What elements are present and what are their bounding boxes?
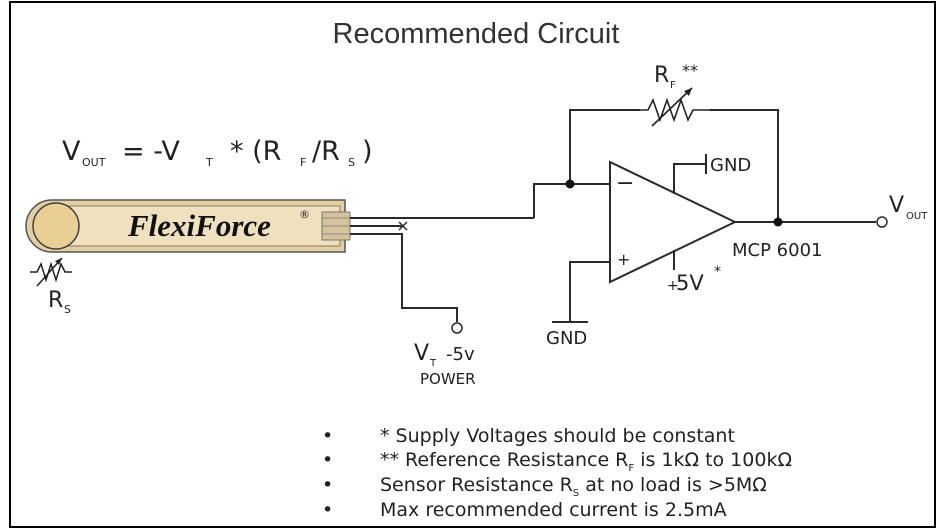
diagram-title: Recommended Circuit <box>333 18 620 50</box>
junction-node <box>565 179 575 189</box>
vout-label-sub: OUT <box>906 211 928 222</box>
vt-value: -5v <box>446 344 475 365</box>
formula-s-sub: S <box>348 156 355 169</box>
rs-label: R <box>48 288 63 313</box>
note-sensor: Sensor Resistance RS at no load is >5MΩ <box>380 474 767 499</box>
output-terminal <box>876 216 888 228</box>
formula-slash: /R <box>312 136 340 167</box>
vt-label: V <box>414 341 429 366</box>
formula-mid: * (R <box>230 136 281 167</box>
note-current: Max recommended current is 2.5mA <box>380 499 727 521</box>
output-node <box>773 217 783 227</box>
supply-star: * <box>714 264 721 280</box>
opamp-plus: + <box>617 250 630 269</box>
rf-variable-resistor-icon <box>638 87 712 127</box>
rf-label-stars: ** <box>682 61 698 80</box>
formula-out-sub: OUT <box>82 156 106 169</box>
formula-close: ) <box>362 136 373 167</box>
vout-label: V <box>889 193 904 218</box>
noninverting-input-wire <box>569 261 610 322</box>
power-label: POWER <box>420 370 476 388</box>
sensing-area <box>32 202 80 250</box>
gain-formula: V OUT = -V T * (R F /R S ) <box>62 136 373 169</box>
note-bullet: • <box>322 425 333 447</box>
inverting-input-wire <box>533 183 610 218</box>
rs-label-sub: S <box>64 303 71 316</box>
formula-v: V <box>62 136 81 167</box>
gnd-top-label: GND <box>710 155 751 176</box>
note-bullet: • <box>322 449 333 471</box>
opamp-triangle <box>609 160 738 284</box>
no-connect-mark <box>398 221 408 231</box>
note-bullet: • <box>322 474 333 496</box>
formula-f-sub: F <box>300 156 306 169</box>
notes-list: • * Supply Voltages should be constant •… <box>322 425 792 521</box>
opamp-gnd-wire <box>673 163 706 194</box>
power-terminal <box>451 322 463 334</box>
rf-label: R <box>654 63 669 88</box>
note-bullet: • <box>322 499 333 521</box>
note-supply: * Supply Voltages should be constant <box>380 425 735 447</box>
supply-plus: + <box>667 278 679 294</box>
formula-t-sub: T <box>205 156 213 169</box>
rf-label-sub: F <box>670 80 676 91</box>
note-reference: ** Reference Resistance RF is 1kΩ to 100… <box>380 449 792 474</box>
gnd-bottom-label: GND <box>546 328 587 349</box>
flexiforce-sensor: FlexiForce ® <box>25 199 351 253</box>
power-lead <box>350 233 458 322</box>
vt-label-sub: T <box>429 358 437 369</box>
supply-value: 5V <box>676 271 704 295</box>
opamp-minus: − <box>616 171 634 196</box>
sensor-brand: FlexiForce <box>127 208 271 243</box>
registered-mark: ® <box>299 208 310 221</box>
page-border <box>9 1 936 528</box>
formula-eq: = -V <box>122 136 180 167</box>
opamp-part-number: MCP 6001 <box>732 240 822 261</box>
rs-variable-resistor-icon <box>30 257 72 287</box>
